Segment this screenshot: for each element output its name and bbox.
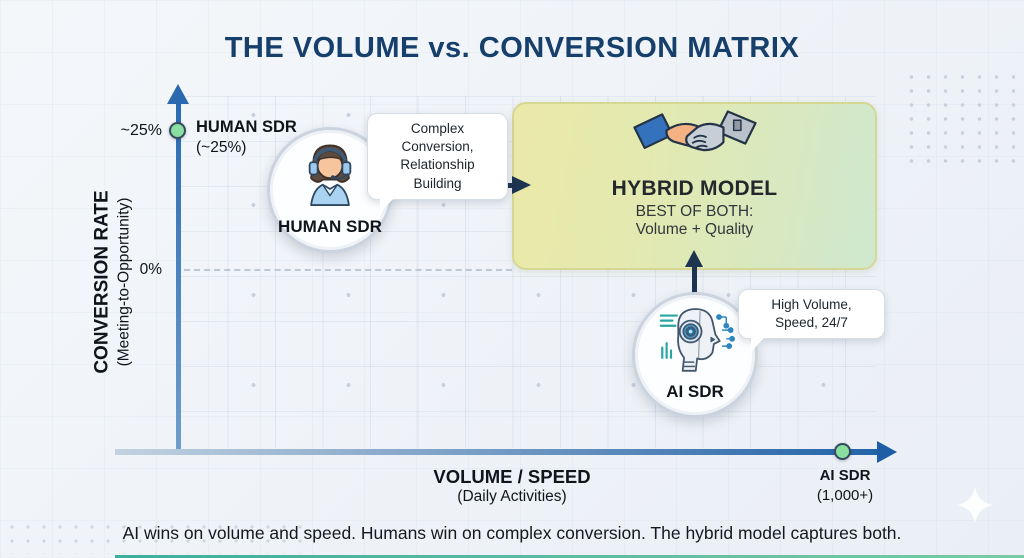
page-title: THE VOLUME vs. CONVERSION MATRIX	[224, 32, 800, 64]
human-sdr-point-label: HUMAN SDR (~25%)	[196, 118, 297, 157]
ai-sdr-axis-point	[834, 443, 851, 460]
summary-caption: AI wins on volume and speed. Humans win …	[122, 523, 902, 543]
decor-bottom-accent-line	[115, 555, 1024, 558]
hybrid-model-title: HYBRID MODEL	[611, 177, 778, 200]
human-sdr-callout: Complex Conversion, Relationship Buildin…	[367, 113, 508, 213]
y-axis-arrowhead-icon	[167, 84, 189, 104]
y-axis-title-sub: (Meeting-to-Opportunity)	[115, 197, 133, 367]
y-axis-title: CONVERSION RATE (Meeting-to-Opportunity)	[90, 190, 133, 373]
y-axis-line	[176, 102, 181, 450]
sparkle-icon	[955, 485, 995, 530]
human-sdr-circle-label: HUMAN SDR	[278, 217, 382, 236]
ai-to-hybrid-arrowhead-icon	[685, 250, 703, 267]
ai-sdr-callout: High Volume, Speed, 24/7	[738, 289, 885, 353]
hybrid-model-detail: Volume + Quality	[635, 221, 754, 238]
decor-dot-grid-top-right	[903, 70, 1021, 170]
ai-to-hybrid-arrow	[692, 265, 697, 311]
y-tick-25: ~25%	[120, 122, 162, 139]
human-to-hybrid-arrowhead-icon	[512, 176, 531, 194]
x-axis-arrowhead-icon	[877, 441, 897, 463]
decor-dot-grid-bottom-left	[4, 520, 304, 554]
callout-tail	[380, 197, 394, 213]
y-axis-title-main: CONVERSION RATE	[91, 190, 113, 374]
x-axis-title: VOLUME / SPEED (Daily Activities)	[362, 466, 662, 506]
human-agent-icon	[290, 130, 370, 221]
x-axis-end-label: AI SDR (1,000+)	[816, 467, 874, 505]
ai-sdr-circle: AI SDR	[632, 292, 758, 418]
y-tick-0: 0%	[139, 261, 162, 278]
zero-percent-dashed-line	[184, 269, 512, 271]
hybrid-model-subtitle: BEST OF BOTH:	[635, 203, 754, 220]
callout-tail	[751, 337, 765, 353]
x-axis-line	[115, 449, 877, 455]
x-axis-title-main: VOLUME / SPEED	[433, 466, 591, 487]
ai-sdr-circle-label: AI SDR	[666, 382, 724, 401]
handshake-icon	[632, 104, 757, 175]
x-axis-title-sub: (Daily Activities)	[457, 488, 567, 505]
hybrid-model-zone: HYBRID MODEL BEST OF BOTH: Volume + Qual…	[512, 102, 877, 270]
human-sdr-axis-point	[169, 122, 186, 139]
robot-head-icon	[655, 295, 735, 386]
